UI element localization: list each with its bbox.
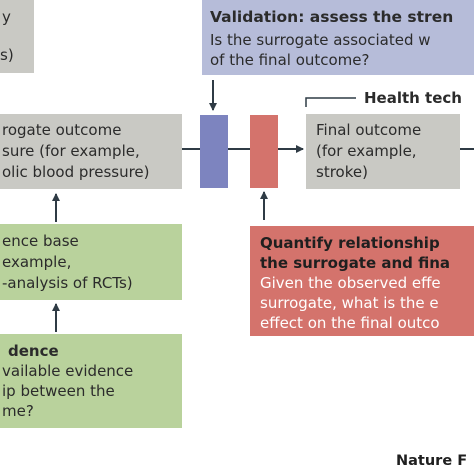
evidence-base-line3: -analysis of RCTs)	[2, 274, 133, 292]
final-outcome-line2: (for example,	[316, 142, 417, 160]
quantify-line2: surrogate, what is the e	[260, 294, 439, 312]
quantify-heading2: the surrogate and fina	[260, 254, 451, 272]
evidence-line1: vailable evidence	[2, 362, 134, 380]
health-tech-bracket	[305, 97, 356, 107]
publisher-credit: Nature F	[396, 453, 468, 469]
evidence-base-line2: example,	[2, 253, 72, 271]
evidence-heading: dence	[8, 342, 59, 360]
validation-bar	[200, 115, 228, 188]
validation-box: Validation: assess the stren Is the surr…	[202, 0, 474, 75]
quantify-relationship-box: Quantify relationship the surrogate and …	[250, 226, 474, 336]
evidence-box: dence vailable evidence ip between the m…	[0, 334, 182, 428]
final-outcome-line1: Final outcome	[316, 121, 422, 139]
surrogate-outcome-box: rogate outcome sure (for example, olic b…	[0, 114, 182, 189]
surrogate-line2: sure (for example,	[2, 142, 140, 160]
final-outcome-line3: stroke)	[316, 163, 368, 181]
quantify-bar	[250, 115, 278, 188]
quantify-line3: effect on the final outco	[260, 314, 440, 332]
evidence-base-line1: ence base	[2, 232, 79, 250]
evidence-base-box: ence base example, -analysis of RCTs)	[0, 224, 182, 300]
evidence-line3: me?	[2, 402, 34, 420]
final-outcome-box: Final outcome (for example, stroke)	[306, 114, 460, 189]
top-left-box: y s)	[0, 0, 34, 73]
validation-line2: of the final outcome?	[210, 51, 370, 69]
validation-heading: Validation: assess the stren	[210, 8, 454, 26]
validation-line1: Is the surrogate associated w	[210, 31, 431, 49]
surrogate-line1: rogate outcome	[2, 121, 122, 139]
evidence-line2: ip between the	[2, 382, 115, 400]
quantify-heading1: Quantify relationship	[260, 234, 440, 252]
surrogate-line3: olic blood pressure)	[2, 163, 150, 181]
top-left-line1: y	[2, 8, 11, 26]
health-tech-label: Health tech	[364, 89, 462, 107]
top-left-line2: s)	[0, 46, 14, 64]
quantify-line1: Given the observed effe	[260, 274, 441, 292]
